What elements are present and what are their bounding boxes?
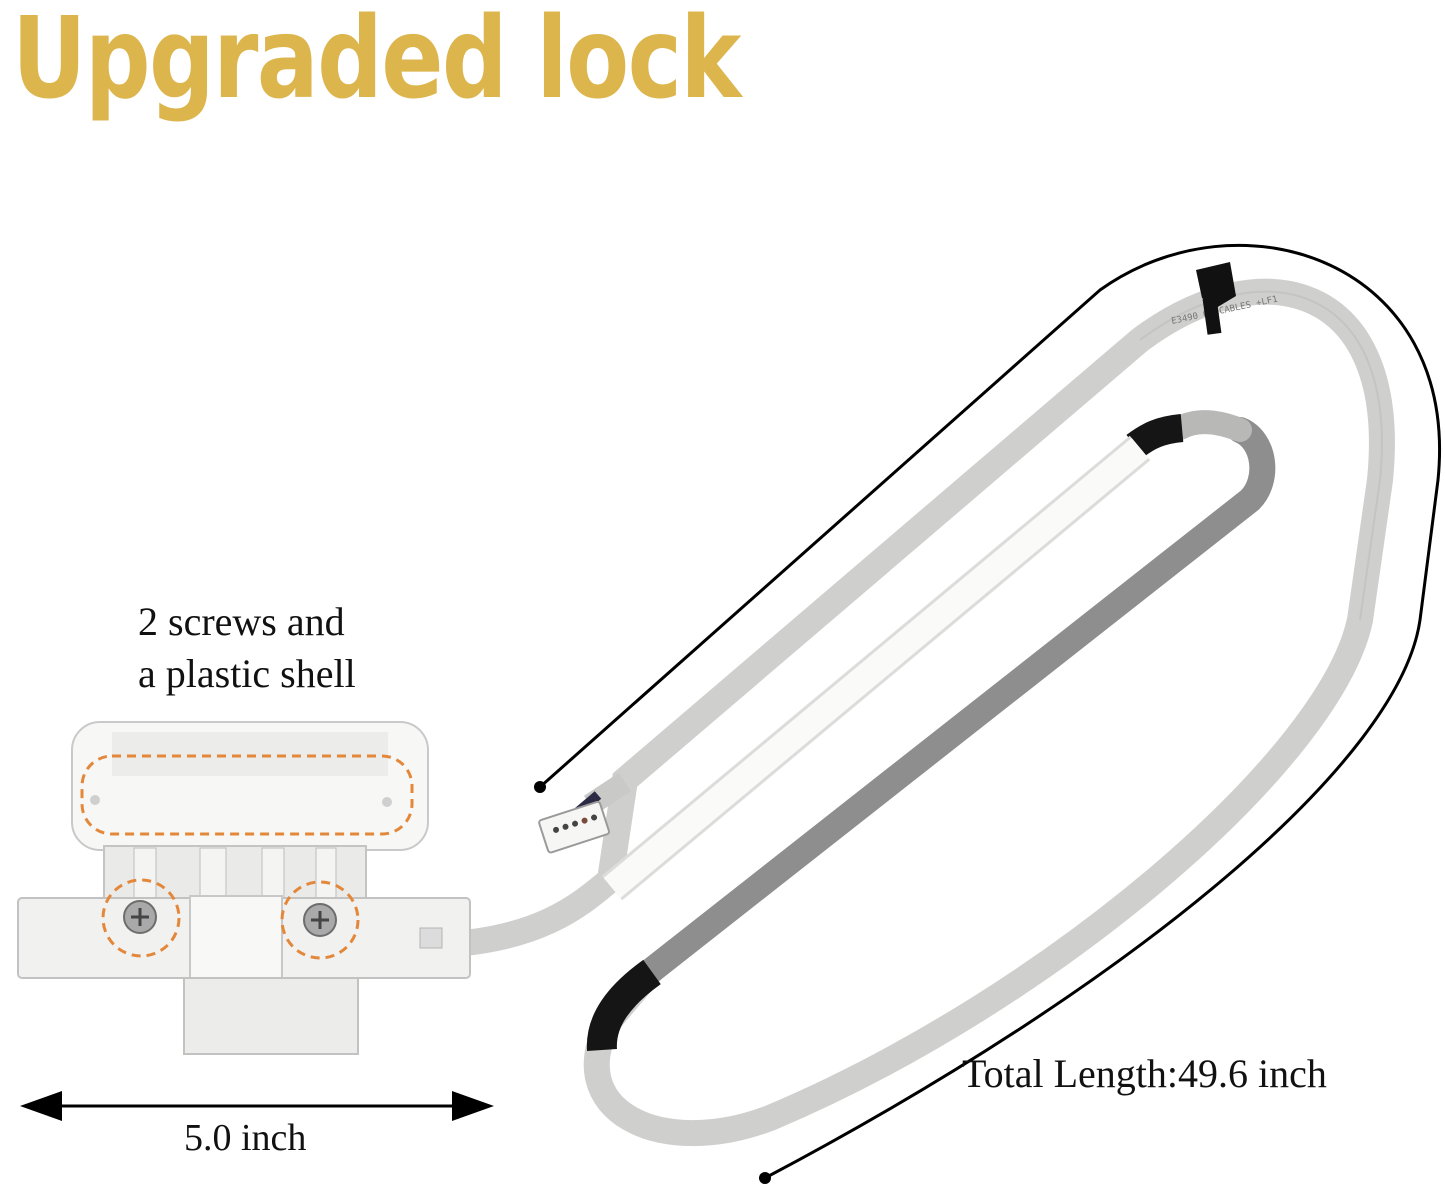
- length-start-dot: [534, 781, 546, 793]
- screw-icon: [123, 900, 157, 934]
- screws-shell-callout: 2 screws and a plastic shell: [138, 596, 356, 700]
- black-tape: [586, 959, 661, 1051]
- cable-clip: [1196, 262, 1236, 335]
- screws-callout-line-2: a plastic shell: [138, 651, 356, 696]
- screw-highlight-right: [280, 880, 360, 960]
- screws-callout-line-1: 2 screws and: [138, 599, 345, 644]
- wire-connector: [538, 800, 610, 854]
- plastic-shell-highlight: [80, 754, 414, 836]
- black-tape: [1126, 414, 1184, 458]
- length-end-dot: [759, 1172, 771, 1184]
- outer-gray-cable: [427, 278, 1395, 1146]
- length-dimension-line: [539, 244, 1441, 1180]
- screw-icon: [303, 903, 337, 937]
- headline-title: Upgraded lock: [12, 0, 741, 124]
- lock-body: [17, 721, 471, 1055]
- screw-highlight-left: [101, 878, 181, 958]
- wire-harness: E3490 ONECABLES +LF1: [427, 262, 1395, 1146]
- total-length-label: Total Length:49.6 inch: [962, 1051, 1327, 1096]
- width-label: 5.0 inch: [184, 1117, 307, 1159]
